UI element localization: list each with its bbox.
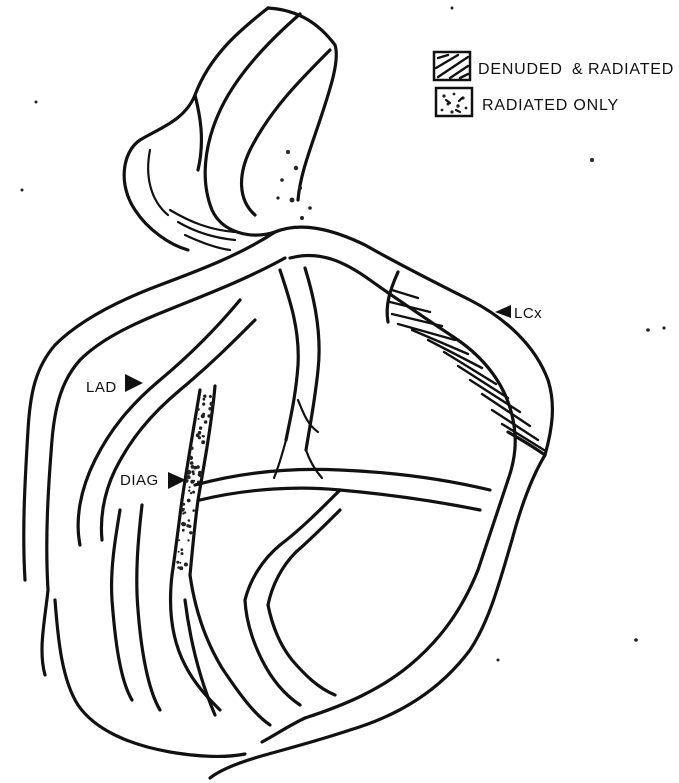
speckle-dot (192, 491, 195, 494)
speckle-dot (198, 418, 200, 420)
speckle-dot (186, 479, 189, 482)
lad-label: LAD (86, 379, 117, 396)
speckle-dot (189, 456, 193, 460)
speckle-dot (202, 413, 205, 416)
lcx-label: LCx (514, 305, 542, 322)
speckle-dot (191, 470, 194, 473)
legend-separator: & (572, 61, 583, 78)
speckle-dot (188, 519, 191, 522)
speckle-dot (190, 447, 193, 450)
diagonal-branch (78, 300, 255, 710)
speckle-dot (179, 562, 181, 564)
hatch-line (458, 366, 508, 398)
hatch-line (390, 302, 430, 312)
aorta-outline (124, 8, 336, 250)
hatch-line (470, 380, 520, 412)
speckle-dot (184, 563, 188, 567)
speckle-dot (190, 480, 194, 484)
legend-swatch-speckled (436, 88, 472, 116)
speckle-dot (199, 426, 202, 429)
speckle-dot (196, 433, 200, 437)
speckle-dot (198, 471, 202, 475)
speckle-dot (192, 509, 195, 512)
speckle-dot (203, 398, 206, 401)
speckle-dot (210, 402, 214, 406)
lad-artery (24, 232, 285, 756)
speckle-dot (189, 531, 192, 534)
legend: DENUDED & RADIATED RADIATED ONLY (434, 52, 674, 116)
speckle-dot (182, 503, 185, 506)
speckle-dot (182, 522, 186, 526)
speckle-dot (201, 440, 205, 444)
speckle-dot (182, 512, 184, 514)
speckle-dot (209, 395, 212, 398)
speckle-dot (194, 466, 198, 470)
speckle-dot (187, 475, 191, 479)
legend-label-radiated-only: RADIATED ONLY (482, 97, 619, 114)
speckle-dot (197, 408, 199, 410)
diag-radiated-segment (171, 386, 270, 725)
speckle-dot (188, 490, 190, 492)
speckle-dot (187, 539, 189, 541)
diag-label-group: DIAG (120, 472, 186, 489)
speckle-dot (182, 508, 185, 511)
legend-label-radiated: RADIATED (588, 61, 674, 78)
hatch-line (502, 424, 544, 450)
speckle-dot (190, 461, 194, 465)
speckle-dot (181, 548, 184, 551)
speckle-dot (181, 552, 184, 555)
lad-arrow-icon (125, 374, 143, 392)
speckle-dot (202, 403, 205, 406)
speckle-dot (189, 486, 191, 488)
speckle-dot (203, 395, 206, 398)
diag-label: DIAG (120, 472, 159, 489)
speckle-dot (190, 492, 192, 494)
speckle-dot (176, 561, 179, 564)
speckle-dot (204, 420, 208, 424)
lad-label-group: LAD (86, 374, 143, 396)
legend-label-denuded: DENUDED (478, 61, 563, 78)
speckle-dot (180, 567, 182, 569)
speckle-dot (188, 525, 191, 528)
speckle-dot (178, 551, 180, 553)
speckle-dot (187, 470, 191, 474)
speckle-dot (207, 414, 211, 418)
speckle-dot (182, 529, 185, 532)
speckle-dot (187, 499, 191, 503)
speckle-dot (209, 408, 212, 411)
speckle-dot (203, 435, 205, 437)
speckle-dot (178, 539, 180, 541)
